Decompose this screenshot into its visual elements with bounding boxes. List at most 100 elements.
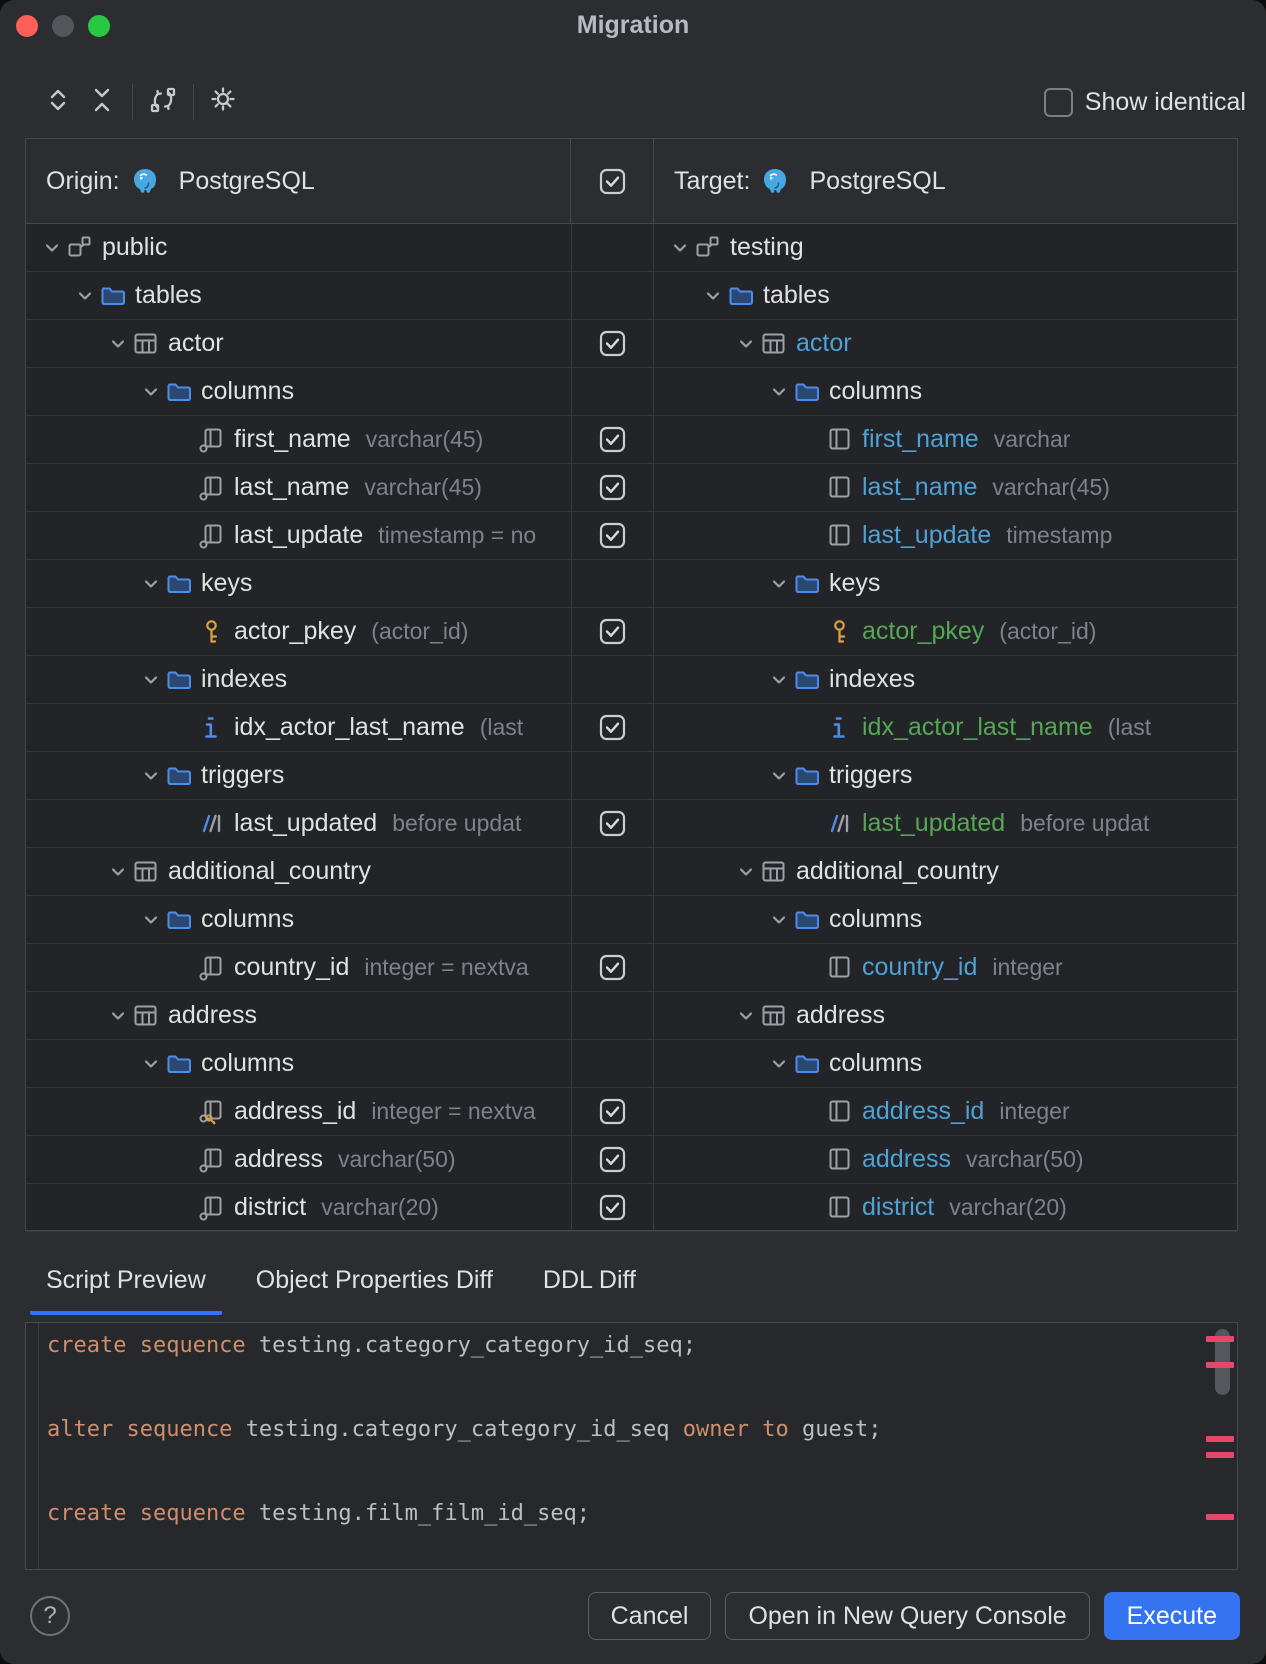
chevron-down-icon[interactable] (766, 571, 792, 597)
target-tree-item[interactable]: idx_actor_last_name(last (654, 704, 1237, 751)
table-row[interactable]: idx_actor_last_name(last idx_actor_last_n… (26, 704, 1237, 752)
origin-tree-item[interactable]: idx_actor_last_name(last (26, 704, 571, 751)
tab-object-properties-diff[interactable]: Object Properties Diff (255, 1266, 493, 1294)
chevron-down-icon[interactable] (733, 1003, 759, 1029)
target-tree-item[interactable]: tables (654, 272, 1237, 319)
settings-button[interactable] (202, 80, 246, 124)
chevron-down-icon[interactable] (138, 379, 164, 405)
row-checkbox[interactable] (599, 522, 626, 549)
close-window-button[interactable] (16, 15, 38, 37)
origin-tree-item[interactable]: tables (26, 272, 571, 319)
table-row[interactable]: keys keys (26, 560, 1237, 608)
chevron-down-icon[interactable] (766, 763, 792, 789)
show-identical-checkbox[interactable]: Show identical (1043, 87, 1246, 117)
execute-button[interactable]: Execute (1103, 1592, 1240, 1640)
target-tree-item[interactable]: actor_pkey(actor_id) (654, 608, 1237, 655)
target-tree-item[interactable]: triggers (654, 752, 1237, 799)
chevron-down-icon[interactable] (733, 331, 759, 357)
origin-tree-item[interactable]: public (26, 224, 571, 271)
table-row[interactable]: indexes indexes (26, 656, 1237, 704)
row-checkbox[interactable] (599, 1146, 626, 1173)
origin-tree-item[interactable]: actor_pkey(actor_id) (26, 608, 571, 655)
chevron-down-icon[interactable] (138, 667, 164, 693)
row-checkbox[interactable] (599, 330, 626, 357)
origin-tree-item[interactable]: indexes (26, 656, 571, 703)
script-preview-editor[interactable]: create sequence testing.category_categor… (25, 1322, 1238, 1570)
chevron-down-icon[interactable] (138, 763, 164, 789)
chevron-down-icon[interactable] (138, 571, 164, 597)
row-checkbox[interactable] (599, 474, 626, 501)
chevron-down-icon[interactable] (39, 235, 65, 261)
origin-tree-item[interactable]: address (26, 992, 571, 1039)
table-row[interactable]: address address (26, 992, 1237, 1040)
row-checkbox[interactable] (599, 1194, 626, 1221)
table-row[interactable]: columns columns (26, 368, 1237, 416)
chevron-down-icon[interactable] (733, 859, 759, 885)
chevron-down-icon[interactable] (72, 283, 98, 309)
origin-tree-item[interactable]: columns (26, 368, 571, 415)
table-row[interactable]: triggers triggers (26, 752, 1237, 800)
origin-tree-item[interactable]: columns (26, 896, 571, 943)
chevron-down-icon[interactable] (766, 1051, 792, 1077)
row-checkbox[interactable] (599, 618, 626, 645)
origin-tree-item[interactable]: additional_country (26, 848, 571, 895)
origin-tree-item[interactable]: triggers (26, 752, 571, 799)
chevron-down-icon[interactable] (105, 331, 131, 357)
chevron-down-icon[interactable] (667, 235, 693, 261)
table-row[interactable]: columns columns (26, 896, 1237, 944)
target-tree-item[interactable]: testing (654, 224, 1237, 271)
target-tree-item[interactable]: address (654, 992, 1237, 1039)
table-row[interactable]: tables tables (26, 272, 1237, 320)
open-query-console-button[interactable]: Open in New Query Console (725, 1592, 1090, 1640)
chevron-down-icon[interactable] (766, 667, 792, 693)
zoom-window-button[interactable] (88, 15, 110, 37)
target-tree-item[interactable]: columns (654, 368, 1237, 415)
chevron-down-icon[interactable] (105, 859, 131, 885)
chevron-down-icon[interactable] (766, 907, 792, 933)
help-button[interactable]: ? (30, 1596, 70, 1636)
chevron-down-icon[interactable] (105, 1003, 131, 1029)
chevron-down-icon[interactable] (700, 283, 726, 309)
collapse-all-button[interactable] (80, 80, 124, 124)
cancel-button[interactable]: Cancel (587, 1592, 712, 1640)
chevron-down-icon[interactable] (138, 907, 164, 933)
tab-script-preview[interactable]: Script Preview (30, 1252, 222, 1315)
chevron-down-icon[interactable] (138, 1051, 164, 1077)
row-checkbox[interactable] (599, 810, 626, 837)
select-all-checkbox[interactable] (599, 168, 626, 195)
target-tree-item[interactable]: indexes (654, 656, 1237, 703)
minimize-window-button[interactable] (52, 15, 74, 37)
table-row[interactable]: public testing (26, 224, 1237, 272)
row-checkbox[interactable] (599, 714, 626, 741)
target-tree-item[interactable]: keys (654, 560, 1237, 607)
target-tree-item[interactable]: columns (654, 896, 1237, 943)
table-row[interactable]: actor_pkey(actor_id) actor_pkey(actor_id) (26, 608, 1237, 656)
row-checkbox[interactable] (599, 1098, 626, 1125)
origin-tree-item[interactable]: keys (26, 560, 571, 607)
